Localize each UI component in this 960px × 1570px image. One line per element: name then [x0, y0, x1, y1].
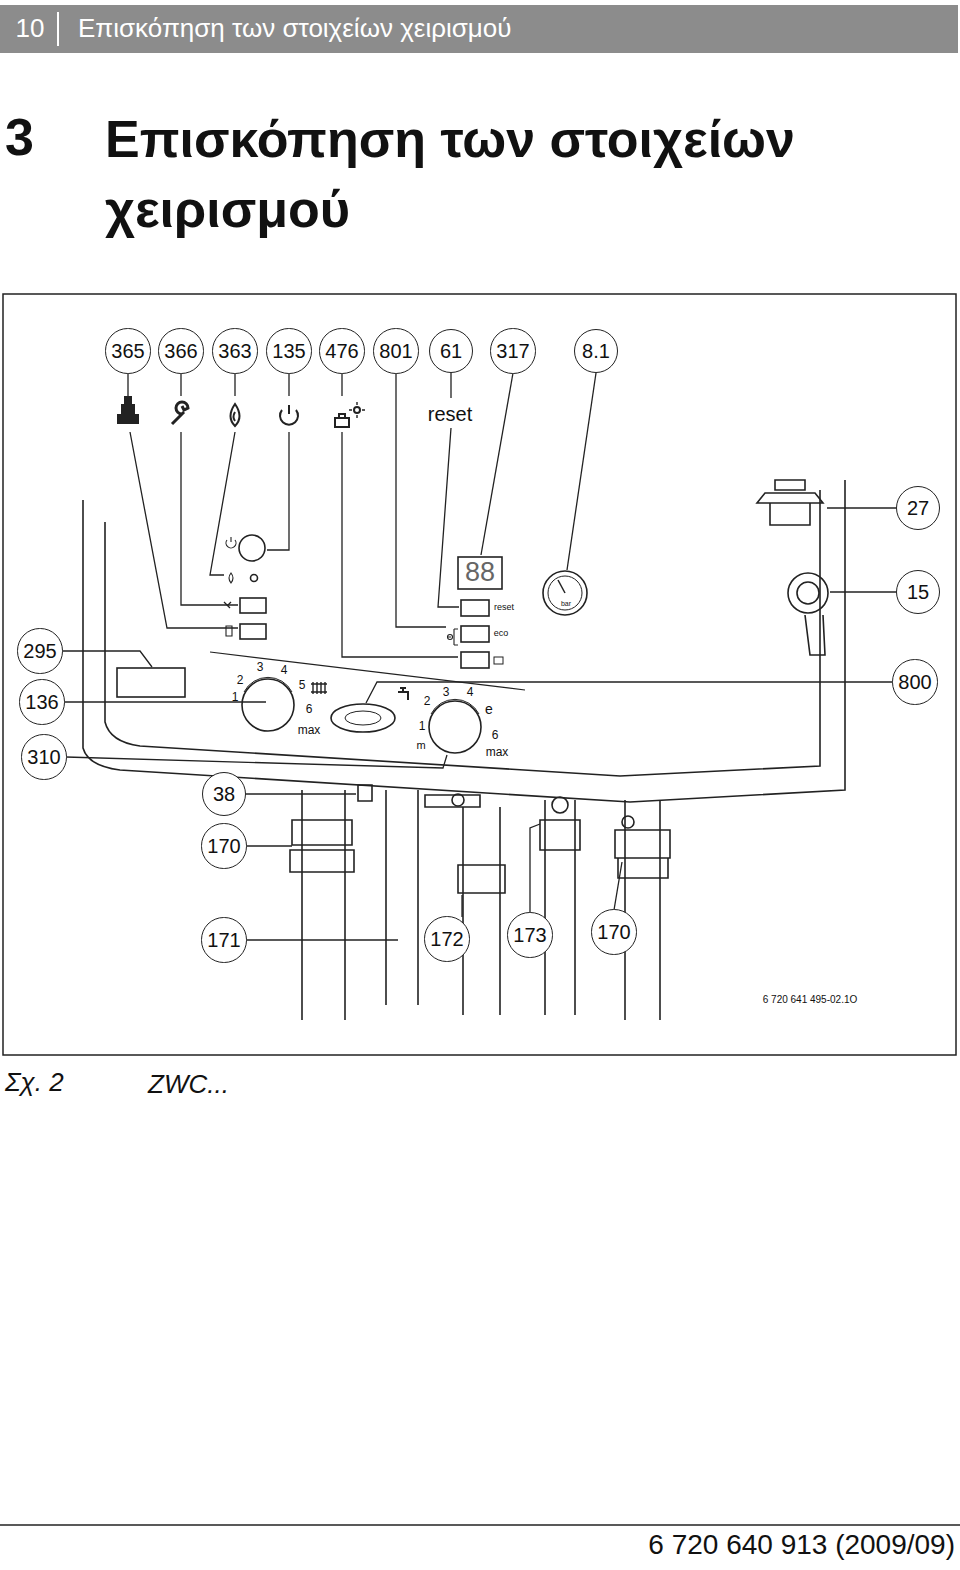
section-number: 3 — [5, 109, 34, 166]
callout-circle: 170 — [591, 909, 636, 954]
callout-number: 15 — [907, 582, 929, 602]
callout-number: 173 — [513, 925, 546, 945]
callout-number: 136 — [25, 692, 58, 712]
model-name: ZWC... — [148, 1070, 229, 1099]
button-label: eco — [494, 629, 509, 639]
callout-number: 38 — [213, 784, 235, 804]
callout-circle: 8.1 — [574, 329, 618, 373]
callout-circle: 310 — [21, 734, 66, 779]
callout-circle: 365 — [105, 328, 150, 373]
dial-mark: 4 — [281, 664, 288, 677]
callout-circle: 317 — [490, 328, 535, 373]
callout-circle: 173 — [507, 912, 552, 957]
leader-lines — [62, 373, 896, 940]
dial-mark: max — [298, 724, 321, 737]
callout-circle: 27 — [896, 486, 940, 530]
callout-number: 310 — [27, 747, 60, 767]
dial-mark: 2 — [237, 674, 244, 687]
callout-number: 171 — [207, 930, 240, 950]
header-text: Επισκόπηση των στοιχείων χειρισμού — [78, 14, 511, 43]
boiler-body — [83, 480, 845, 1020]
dial-mark: m — [416, 739, 425, 751]
callout-circle: 38 — [202, 772, 246, 816]
callout-number: 365 — [111, 341, 144, 361]
callout-number: 135 — [272, 341, 305, 361]
callout-circle: 295 — [17, 628, 62, 673]
header-bar — [0, 5, 958, 53]
callout-circle: 136 — [19, 679, 64, 724]
callout-number: 8.1 — [582, 341, 610, 361]
callout-number: 170 — [597, 922, 630, 942]
dial-mark: 6 — [306, 703, 313, 716]
dial-mark: 4 — [467, 686, 474, 699]
callout-number: 317 — [496, 341, 529, 361]
callout-number: 61 — [440, 341, 462, 361]
callout-number: 476 — [325, 341, 358, 361]
callout-number: 170 — [207, 836, 240, 856]
section-title: Επισκόπηση των στοιχείων χειρισμού — [105, 104, 865, 244]
callout-circle: 363 — [212, 328, 257, 373]
dial-mark: 6 — [492, 729, 499, 742]
callout-circle: 171 — [201, 917, 246, 962]
dial-mark: 2 — [424, 695, 431, 708]
callout-circle: 15 — [896, 570, 940, 614]
gauge-unit: bar — [561, 600, 571, 608]
display-digits: 88 — [465, 558, 495, 588]
callout-number: 172 — [430, 929, 463, 949]
button-label: reset — [494, 603, 514, 613]
button-label: reset — [428, 403, 472, 425]
dial-mark: 5 — [299, 679, 306, 692]
figure-caption: Σχ. 2 — [5, 1068, 64, 1097]
callout-circle: 801 — [373, 328, 418, 373]
callout-number: 801 — [379, 341, 412, 361]
document-number: 6 720 640 913 (2009/09) — [648, 1530, 955, 1561]
callout-circle: 366 — [158, 328, 203, 373]
callout-number: 295 — [23, 641, 56, 661]
footer-rule — [0, 1524, 960, 1526]
callout-circle: 172 — [424, 916, 469, 961]
callout-circle: 476 — [319, 328, 364, 373]
page-number: 10 — [16, 14, 45, 43]
symbol-icons — [118, 397, 365, 427]
dial-mark: 3 — [257, 661, 264, 674]
callout-number: 366 — [164, 341, 197, 361]
dial-mark: 1 — [419, 720, 426, 733]
callout-number: 363 — [218, 341, 251, 361]
dial-mark: 1 — [232, 691, 239, 704]
dial-mark: 3 — [443, 686, 450, 699]
figure-id: 6 720 641 495-02.1O — [763, 994, 858, 1005]
callout-circle: 135 — [266, 328, 311, 373]
callout-circle: 61 — [429, 329, 473, 373]
dial-mark: max — [486, 746, 509, 759]
callout-circle: 800 — [892, 659, 937, 704]
dial-mark: e — [485, 702, 493, 717]
figure-frame — [3, 294, 956, 1055]
callout-circle: 170 — [201, 823, 246, 868]
header-divider — [57, 12, 59, 46]
callout-number: 27 — [907, 498, 929, 518]
callout-number: 800 — [898, 672, 931, 692]
